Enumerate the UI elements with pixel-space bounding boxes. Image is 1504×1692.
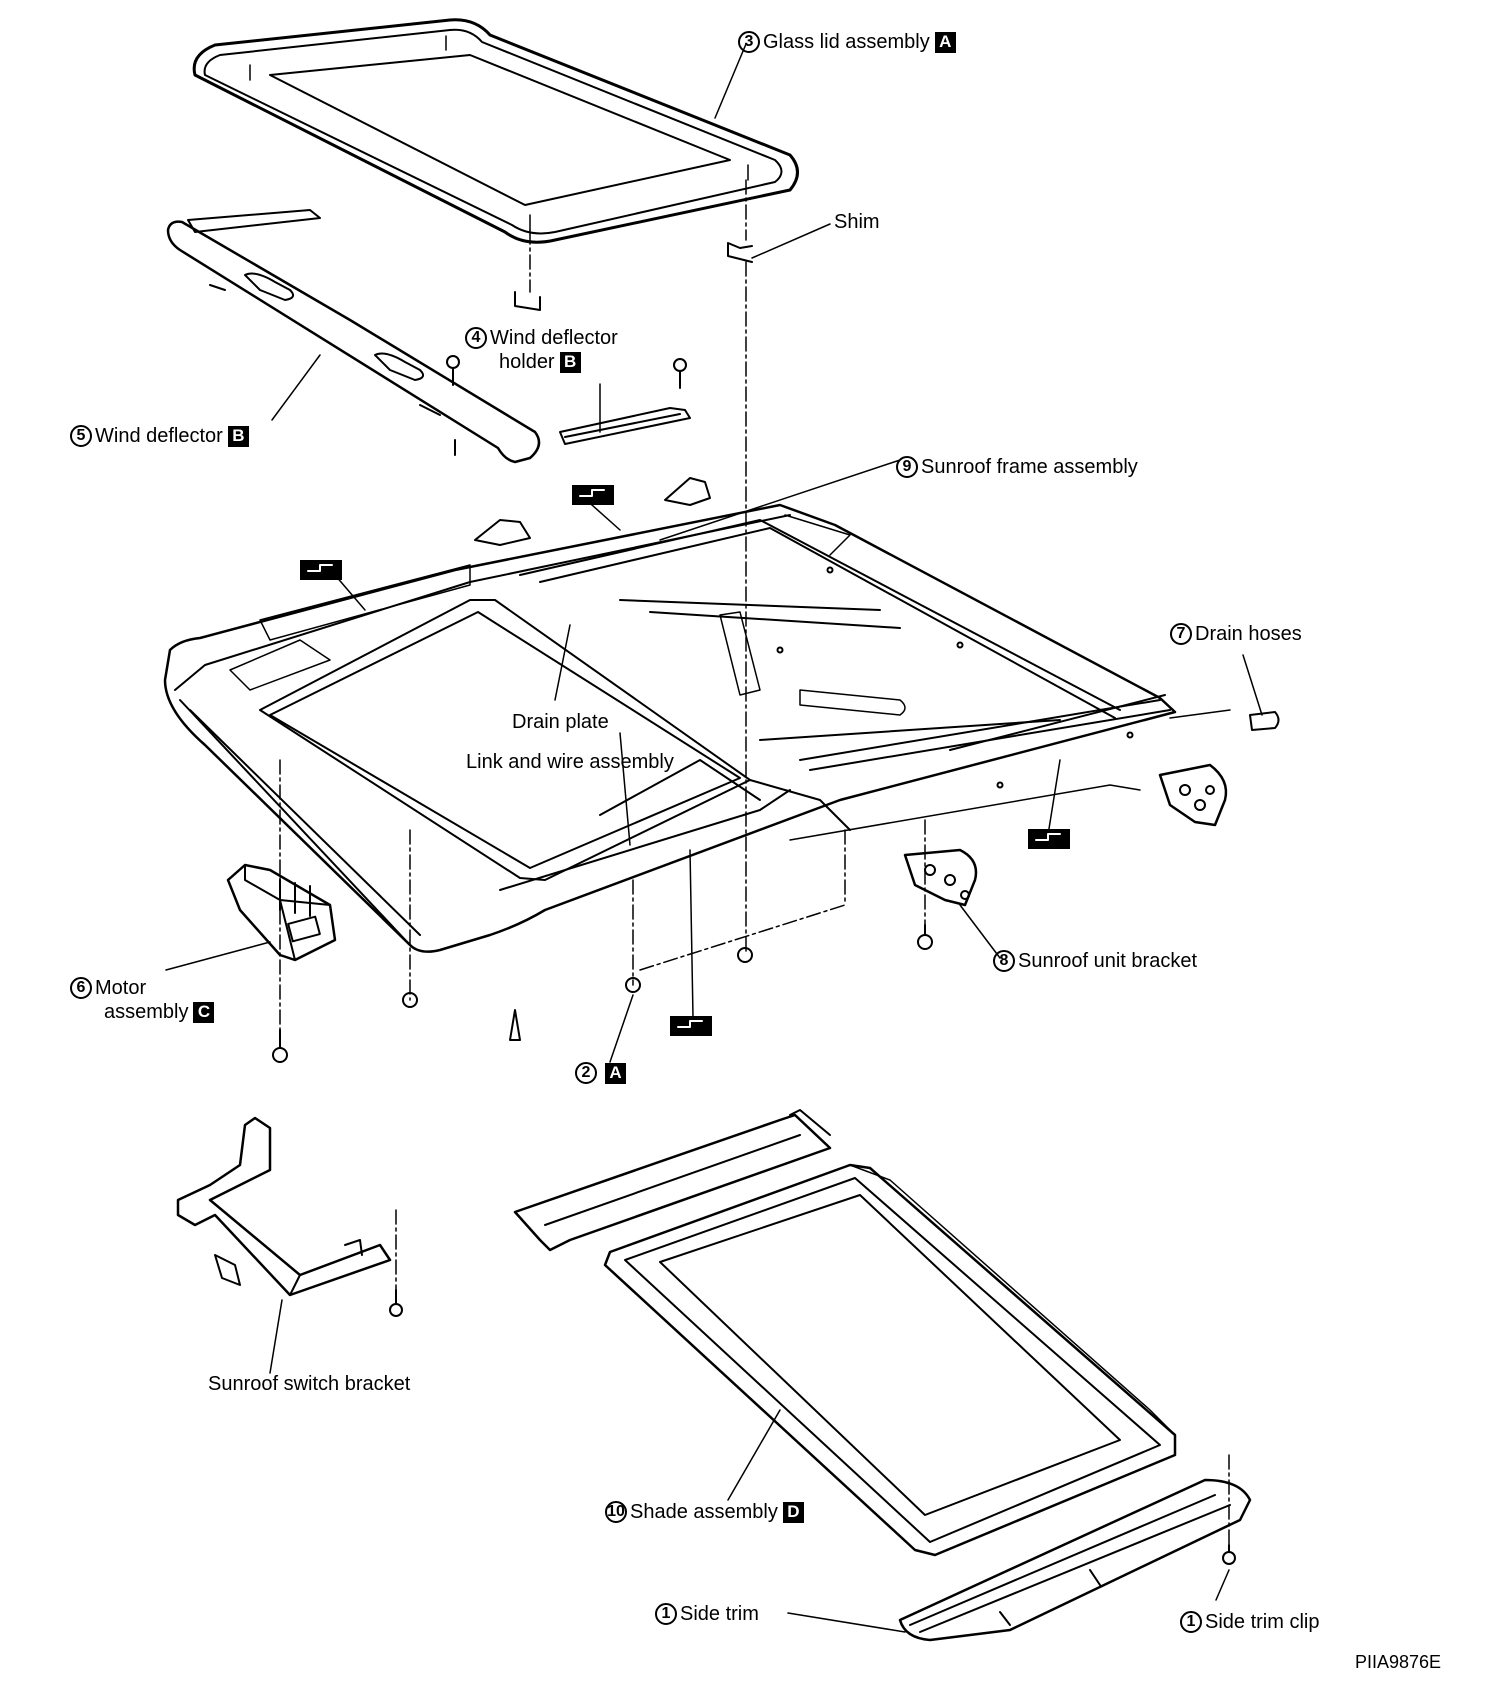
label-text: Drain plate xyxy=(512,711,609,733)
callout-number: 5 xyxy=(70,425,92,447)
shade-assembly-drawing xyxy=(603,1163,1177,1557)
label-text: Shim xyxy=(834,211,880,233)
wind-deflector-holder-drawing xyxy=(559,407,691,445)
side-trim-drawing xyxy=(898,1478,1252,1642)
bolt-and-nut-drawings xyxy=(272,924,1236,1565)
callout-number: 1 xyxy=(655,1603,677,1625)
label-shade-assembly: 10 Shade assembly D xyxy=(605,1500,804,1524)
reference-letter-box: C xyxy=(193,1001,215,1023)
assembly-centerlines xyxy=(279,179,1230,1546)
sunroof-frame-assembly-drawing xyxy=(163,503,1231,953)
label-text: Link and wire assembly xyxy=(466,751,674,773)
label-sunroof-frame-assembly: 9 Sunroof frame assembly xyxy=(896,455,1138,479)
label-text-line1: Motor xyxy=(95,977,147,999)
label-sunroof-unit-bracket: 8 Sunroof unit bracket xyxy=(993,949,1197,973)
shim-drawings xyxy=(514,242,753,311)
motor-assembly-drawing xyxy=(226,863,337,962)
label-text: Glass lid assembly xyxy=(763,31,930,53)
callout-number: 4 xyxy=(465,327,487,349)
label-link-and-wire-assembly: Link and wire assembly xyxy=(466,750,674,774)
label-text: Side trim clip xyxy=(1205,1611,1320,1633)
label-text: Sunroof switch bracket xyxy=(208,1373,411,1395)
callout-number: 2 xyxy=(575,1062,597,1084)
callout-number: 8 xyxy=(993,950,1015,972)
label-text-line2: holder xyxy=(499,351,555,373)
label-motor-assembly: 6 Motor assembly C xyxy=(70,976,215,1024)
label-drain-plate: Drain plate xyxy=(512,710,609,734)
reference-letter-box: A xyxy=(934,31,956,53)
sealant-symbol-icons xyxy=(300,485,1070,1036)
frame-top-brackets xyxy=(474,477,711,546)
callout-number: 9 xyxy=(896,456,918,478)
reference-letter-box: B xyxy=(559,351,581,373)
label-text: Side trim xyxy=(680,1603,759,1625)
figure-code: PIIA9876E xyxy=(1355,1652,1442,1672)
reference-letter-box: D xyxy=(782,1501,804,1523)
label-text: Drain hoses xyxy=(1195,623,1302,645)
label-text-line1: Wind deflector xyxy=(490,327,618,349)
label-text: Sunroof frame assembly xyxy=(921,456,1138,478)
callout-number: 6 xyxy=(70,977,92,999)
screw-drawings xyxy=(446,355,687,389)
callout-number: 10 xyxy=(605,1501,627,1523)
label-wind-deflector: 5 Wind deflector B xyxy=(70,424,249,448)
label-text: Sunroof unit bracket xyxy=(1018,950,1197,972)
label-glass-lid-assembly: 3 Glass lid assembly A xyxy=(738,30,956,54)
reference-letter-box: B xyxy=(227,425,249,447)
label-nut: 2 A xyxy=(575,1062,626,1084)
callout-number: 3 xyxy=(738,31,760,53)
glass-lid-assembly-drawing xyxy=(192,18,799,244)
wind-deflector-drawing xyxy=(166,209,541,464)
reference-letter-box: A xyxy=(605,1062,626,1084)
label-drain-hoses: 7 Drain hoses xyxy=(1170,622,1302,646)
label-sunroof-switch-bracket: Sunroof switch bracket xyxy=(208,1372,410,1396)
leader-lines xyxy=(165,43,1263,1633)
sunroof-unit-bracket-drawings xyxy=(903,763,1228,907)
label-text: Shade assembly xyxy=(630,1501,778,1523)
shade-front-rail-drawing xyxy=(513,1109,832,1252)
label-side-trim-clip: 1 Side trim clip xyxy=(1180,1610,1319,1634)
label-side-trim: 1 Side trim xyxy=(655,1602,759,1626)
callout-number: 1 xyxy=(1180,1611,1202,1633)
label-text-line2: assembly xyxy=(104,1001,189,1023)
label-wind-deflector-holder: 4 Wind deflector holder B xyxy=(465,326,618,374)
sunroof-switch-bracket-drawing xyxy=(176,1116,392,1297)
label-shim: Shim xyxy=(834,210,880,234)
drain-hose-drawing xyxy=(1249,711,1280,731)
label-text: Wind deflector xyxy=(95,425,223,447)
callout-number: 7 xyxy=(1170,623,1192,645)
